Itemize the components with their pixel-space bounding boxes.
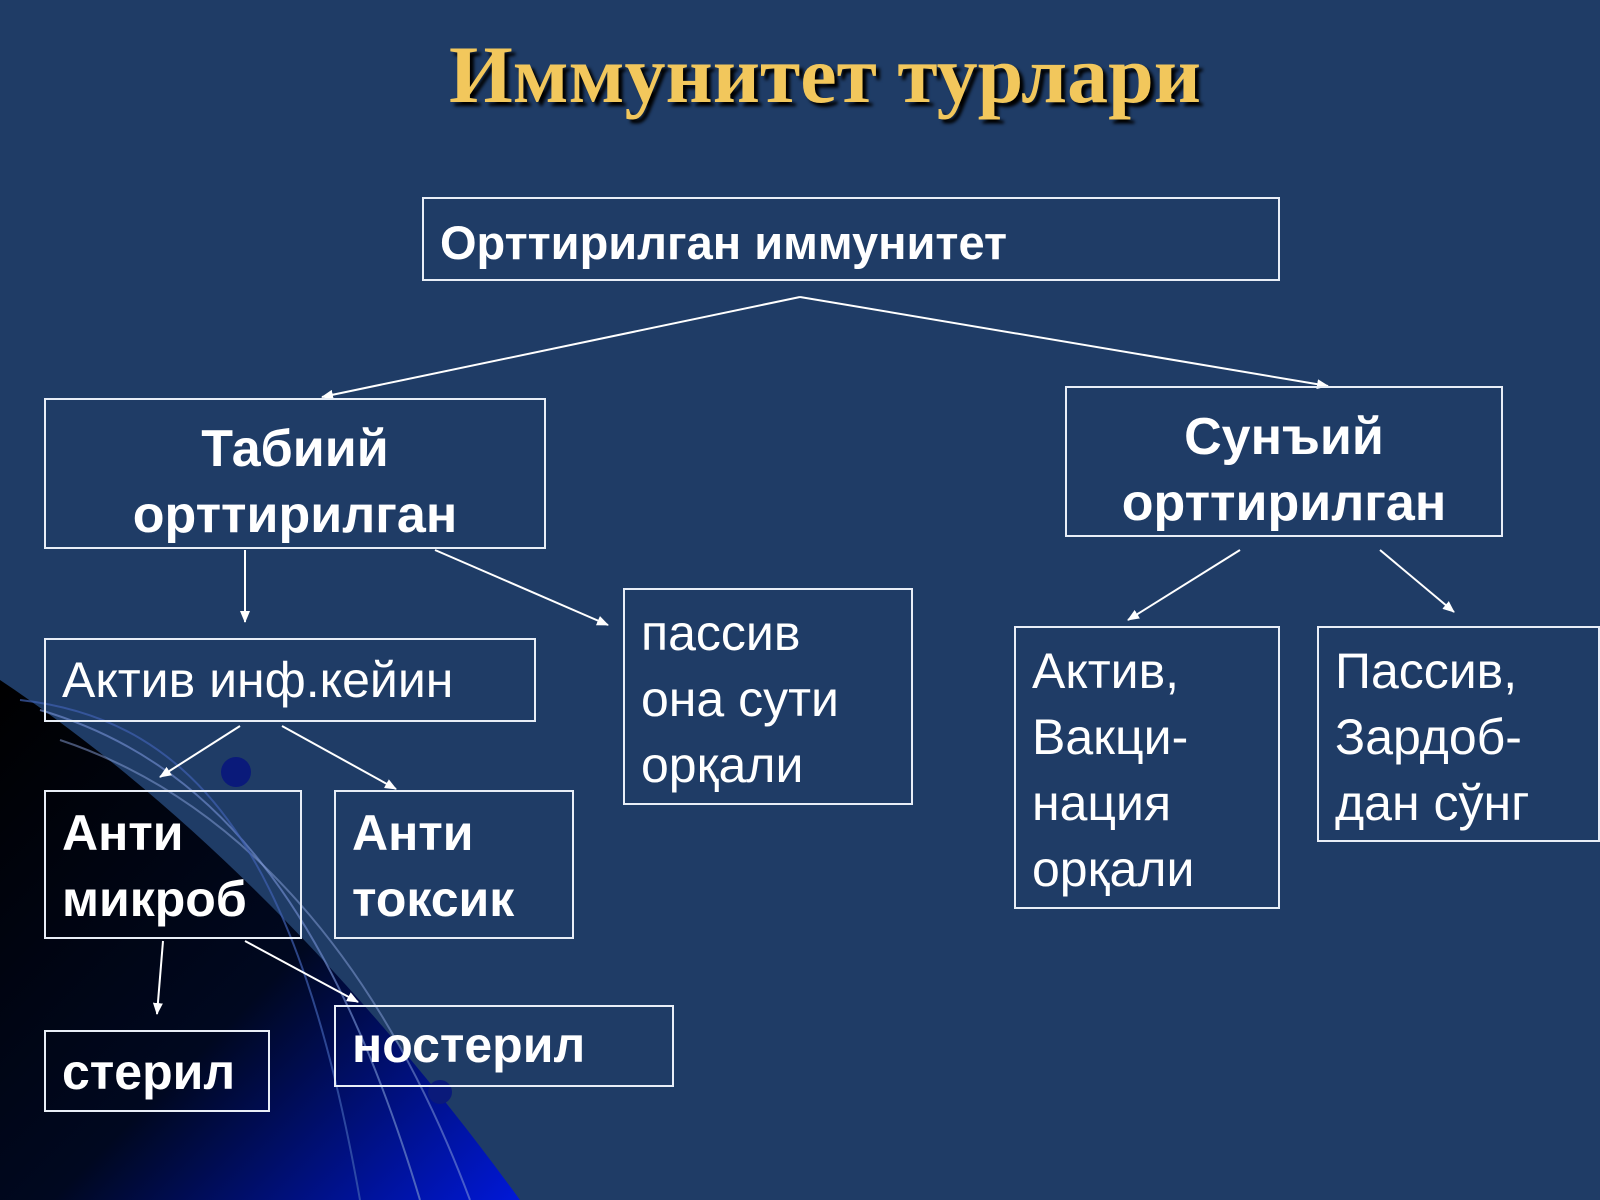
node-nonsterile: ностерил [334, 1005, 674, 1087]
arrow-acquired-to-artificial [799, 296, 1329, 390]
arrow-artificial-to-passive-serum [1379, 549, 1455, 613]
arrow-antimicrobial-to-sterile [152, 940, 164, 1015]
arrow-acquired-to-natural [321, 296, 801, 400]
node-antitoxic: Анти токсик [334, 790, 574, 939]
arrow-active-to-antimicrobial [159, 725, 241, 778]
slide-title: Иммунитет турлари [448, 29, 1202, 120]
node-natural-acquired: Табиий орттирилган [44, 398, 546, 549]
node-active-vaccination: Актив, Вакци- нация орқали [1014, 626, 1280, 909]
node-passive-serum: Пассив, Зардоб- дан сўнг [1317, 626, 1600, 842]
arrow-artificial-to-active-vaccination [1127, 549, 1241, 621]
node-active-vaccination-label: Актив, Вакци- нация орқали [1032, 643, 1195, 897]
node-passive-mother-milk: пассив она сути орқали [623, 588, 913, 805]
node-antimicrobial: Анти микроб [44, 790, 302, 939]
node-nonsterile-label: ностерил [352, 1017, 586, 1073]
arrow-natural-to-passive [434, 549, 609, 626]
node-active-after-infection-label: Актив инф.кейин [62, 652, 454, 708]
node-passive-serum-label: Пассив, Зардоб- дан сўнг [1335, 643, 1530, 831]
node-sterile: стерил [44, 1030, 270, 1112]
node-antimicrobial-label: Анти микроб [62, 805, 247, 927]
node-artificial-acquired: Сунъий орттирилган [1065, 386, 1503, 537]
node-passive-mother-milk-label: пассив она сути орқали [641, 605, 839, 793]
node-natural-acquired-label: Табиий орттирилган [132, 420, 458, 544]
node-acquired-immunity-label: Орттирилган иммунитет [440, 216, 1007, 269]
arrow-antimicrobial-to-nonsterile [244, 940, 359, 1003]
node-active-after-infection: Актив инф.кейин [44, 638, 536, 722]
node-acquired-immunity: Орттирилган иммунитет [422, 197, 1280, 281]
node-artificial-acquired-label: Сунъий орттирилган [1121, 408, 1447, 532]
node-antitoxic-label: Анти токсик [352, 805, 515, 927]
arrow-active-to-antitoxic [281, 725, 397, 790]
node-sterile-label: стерил [62, 1044, 236, 1100]
